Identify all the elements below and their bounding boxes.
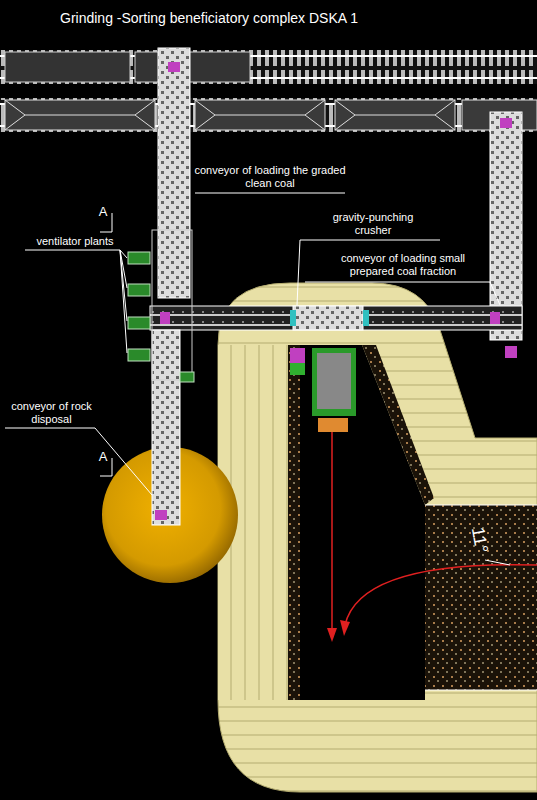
drawing-part [100,476,112,477]
drawing-part [5,100,155,130]
drawing-part [128,349,150,361]
drawing-part [425,690,537,691]
drawing-part [218,283,537,792]
diagram-title: Grinding -Sorting beneficiatory complex … [60,10,358,26]
drawing-part [318,418,348,432]
drawing-part [312,348,356,416]
pit-ramp [218,283,537,792]
drawing-part [300,345,425,700]
drawing-part [95,428,152,495]
drawing-part [425,505,537,506]
drawing-part [485,560,510,565]
drawing-part [490,312,500,324]
drawing-part [500,118,512,128]
drawing-part [128,284,150,296]
dump-truck [312,348,356,432]
drawing-part [25,250,120,251]
conveyors [150,48,522,525]
drawing-part [168,62,180,72]
drawing-part [362,345,434,505]
drawing-part [128,252,150,264]
drawing-part [317,353,351,409]
feeder [290,363,305,375]
drawing-part [135,52,250,82]
drawing-part [195,100,325,130]
callout-label: conveyor of loading the graded clean coa… [192,164,348,190]
drawing-part [305,282,490,283]
leader-lines [5,193,510,565]
drawing-part [505,346,517,358]
drawing-part [128,317,150,329]
conveyor-heads [155,62,517,520]
drawing-part [120,250,127,353]
callout-label: conveyor of rock disposal [4,400,99,426]
drawing-part [150,306,522,330]
ventilator-plants [128,252,194,382]
drawing-part [100,232,112,233]
drawing-part [112,458,113,476]
drawing-part [290,348,305,363]
traffic-arrows [332,430,537,630]
drawing-part [195,193,345,194]
drawing-part [490,282,500,305]
drawing-part [5,428,95,429]
callout-label: gravity-punching crusher [318,211,428,237]
rail-track [0,50,537,132]
drawing-part [345,565,537,625]
section-mark: A [96,449,110,464]
drawing-part [288,345,300,700]
drawing-part [112,213,113,232]
drawing-part [293,306,363,330]
drawing-part [180,372,194,382]
drawing-part [195,100,325,130]
drawing-part [425,505,537,690]
drawing-part [152,230,192,380]
drawing-part [335,100,455,130]
drawing-part [158,48,190,298]
drawing-part [297,240,300,305]
drawing-part [300,240,440,241]
drawing-part [5,52,130,82]
drawing-part [155,510,167,520]
drawing-part [5,100,155,130]
drawing-part [152,330,180,525]
drawing-part [335,100,455,130]
arrow-heads [327,620,350,642]
drawing-part [331,430,333,630]
section-mark: A [96,204,110,219]
drawing-part [0,50,537,84]
crusher-mark [290,310,296,326]
drawing-part [340,620,350,636]
rail-wagons [5,100,537,130]
callout-label: conveyor of loading small prepared coal … [318,252,488,278]
drawing-part [0,98,537,132]
callout-label: ventilator plants [20,235,130,248]
drawing-part [327,628,337,642]
crusher-mark [363,310,369,326]
drawing-part [160,312,170,324]
